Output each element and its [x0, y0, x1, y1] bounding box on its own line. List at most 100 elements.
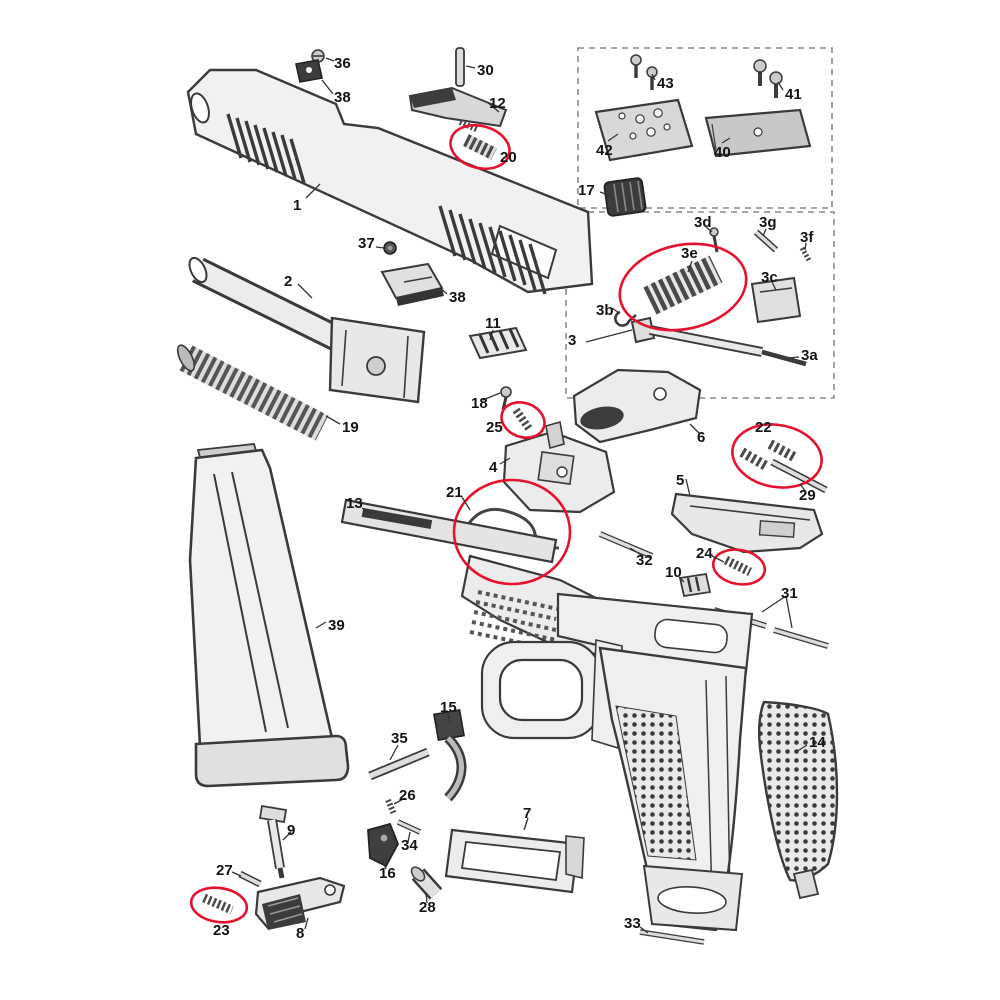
part-38-rear-sight: [380, 262, 444, 306]
part-38-front-sight: [295, 59, 323, 83]
part-10-catch: [678, 572, 712, 598]
part-label-18: 18: [471, 395, 488, 412]
part-label-3d: 3d: [694, 214, 712, 231]
part-label-38b: 38: [449, 289, 466, 306]
part-9-takedown-pin: [258, 804, 288, 879]
highlight-circle-22: [731, 423, 823, 489]
part-3-striker: [630, 316, 807, 367]
part-label-17: 17: [578, 182, 595, 199]
optics-plates-box: [577, 47, 833, 209]
part-1-slide: [186, 68, 594, 295]
part-label-31: 31: [781, 585, 798, 602]
part-label-3a: 3a: [801, 347, 818, 364]
frame-grip: [480, 592, 754, 932]
part-15-trigger: [433, 709, 467, 802]
part-label-38a: 38: [334, 89, 351, 106]
part-34-pin: [396, 819, 422, 835]
part-7-frame-insert: [444, 828, 585, 894]
part-label-13: 13: [346, 495, 363, 512]
part-label-6: 6: [697, 429, 706, 446]
leader-lines: [231, 57, 808, 934]
part-label-35: 35: [391, 730, 408, 747]
part-label-40: 40: [714, 144, 731, 161]
part-3b-clip: [614, 310, 637, 327]
part-label-25: 25: [486, 419, 503, 436]
part-29-pin: [770, 458, 828, 494]
part-label-19: 19: [342, 419, 359, 436]
part-26-spring: [385, 798, 397, 816]
part-label-32: 32: [636, 552, 653, 569]
striker-assembly-box: [565, 211, 835, 399]
part-27-pin: [238, 870, 262, 888]
part-17-back-plate: [603, 177, 647, 217]
part-3e-striker-spring: [643, 255, 723, 315]
part-20-spring: [463, 134, 497, 160]
part-label-37: 37: [358, 235, 375, 252]
part-5-rail-module: [670, 492, 824, 554]
part-label-39: 39: [328, 617, 345, 634]
part-label-21: 21: [446, 484, 463, 501]
part-label-26: 26: [399, 787, 416, 804]
highlight-circle-25: [500, 401, 546, 439]
part-28-bushing: [410, 866, 443, 900]
part-label-3b: 3b: [596, 302, 614, 319]
part-11-plate: [468, 326, 528, 360]
part-3c-block: [750, 276, 802, 324]
part-label-14: 14: [809, 734, 826, 751]
highlight-circle-23: [189, 886, 249, 924]
part-label-29: 29: [799, 487, 816, 504]
part-label-22: 22: [755, 419, 772, 436]
part-2-barrel: [188, 256, 426, 404]
highlight-circle-3e: [618, 242, 748, 332]
part-30-pin: [455, 47, 465, 87]
part-35-pin: [368, 747, 430, 781]
part-19-recoil-spring: [176, 344, 329, 441]
part-label-10: 10: [665, 564, 682, 581]
part-14-backstrap: [758, 700, 839, 900]
part-label-3c: 3c: [761, 269, 778, 286]
part-label-15: 15: [440, 699, 457, 716]
part-label-24: 24: [696, 545, 713, 562]
part-41-screws: [753, 59, 783, 98]
part-40-cover-plate: [704, 108, 812, 158]
part-32-pin: [598, 531, 654, 559]
part-label-11: 11: [485, 315, 501, 332]
part-label-3: 3: [568, 332, 577, 349]
part-8-slide-stop: [254, 876, 346, 930]
highlight-circle-20: [449, 123, 511, 171]
part-3f-spring: [799, 246, 813, 264]
part-label-9: 9: [287, 822, 296, 839]
part-16-safety-lever: [367, 822, 399, 868]
part-label-41: 41: [785, 86, 802, 103]
highlight-circles: [189, 123, 823, 924]
part-24-spring: [723, 555, 753, 577]
part-label-12: 12: [489, 95, 506, 112]
part-label-2: 2: [284, 273, 293, 290]
part-4-sear-housing: [502, 420, 616, 514]
part-label-4: 4: [489, 459, 498, 476]
part-label-16: 16: [379, 865, 396, 882]
part-6-lever: [572, 368, 702, 444]
part-label-8: 8: [296, 925, 305, 942]
part-25-spring: [512, 407, 534, 433]
part-label-27: 27: [216, 862, 233, 879]
part-33-pin: [639, 929, 705, 945]
part-label-1: 1: [293, 197, 302, 214]
part-label-42: 42: [596, 142, 613, 159]
part-42-optics-plate: [594, 98, 694, 162]
part-37-nut: [383, 241, 397, 255]
part-label-36: 36: [334, 55, 351, 72]
part-22-springs: [739, 439, 799, 471]
part-43-screws: [630, 54, 658, 90]
part-label-3e: 3e: [681, 245, 698, 262]
part-23-spring: [202, 893, 234, 915]
part-label-7: 7: [523, 805, 532, 822]
part-39-magazine: [188, 443, 350, 788]
part-label-30: 30: [477, 62, 494, 79]
part-3d-pin: [709, 227, 719, 253]
part-label-43: 43: [657, 75, 674, 92]
part-label-3g: 3g: [759, 214, 777, 231]
part-label-23: 23: [213, 922, 230, 939]
